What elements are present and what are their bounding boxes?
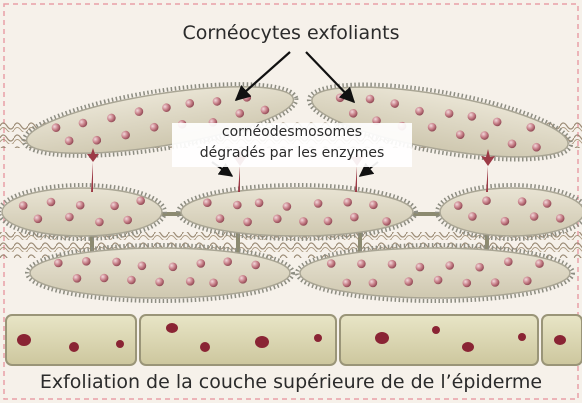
granule (523, 277, 532, 286)
granule (243, 218, 252, 227)
granule (416, 263, 425, 272)
granule (34, 215, 43, 224)
granule (388, 260, 397, 269)
granule (112, 258, 121, 267)
granule (543, 199, 552, 208)
granule (95, 218, 104, 227)
granule (19, 201, 28, 210)
granule (73, 274, 82, 283)
granule (255, 199, 264, 208)
granule (518, 197, 527, 206)
basal-cells (6, 315, 582, 365)
corneocyte (0, 185, 165, 239)
granule (357, 260, 366, 269)
granule (169, 263, 178, 272)
granule (186, 277, 195, 286)
granule (482, 196, 491, 205)
granule (233, 201, 242, 210)
granule (197, 259, 206, 268)
granule (136, 196, 145, 205)
granule (251, 261, 260, 270)
granule (209, 279, 218, 288)
granule (535, 259, 544, 268)
granule (343, 198, 352, 207)
enzyme-label-line2: dégradés par les enzymes (172, 145, 412, 161)
granule (100, 274, 109, 283)
granule (314, 199, 323, 208)
granule (273, 215, 282, 224)
granule (324, 217, 333, 226)
granule (127, 276, 136, 285)
granule (350, 213, 359, 222)
granule (82, 257, 91, 266)
granule (434, 276, 443, 285)
granule (501, 217, 510, 226)
granule (491, 278, 500, 287)
granule (223, 257, 232, 266)
granule (110, 202, 119, 211)
granule (369, 201, 378, 210)
granule (343, 279, 352, 288)
diagram-caption: Exfoliation de la couche supérieure de d… (0, 371, 582, 393)
granule (327, 259, 336, 268)
granule (65, 213, 74, 222)
granule (138, 262, 147, 271)
granule (369, 279, 378, 288)
granule (76, 201, 85, 210)
corneocyte (178, 185, 416, 239)
corneocyte-cells (0, 69, 582, 301)
granule (216, 214, 225, 223)
granule (556, 214, 565, 223)
granule (299, 217, 308, 226)
corneocyte (437, 185, 582, 239)
granule (463, 279, 472, 288)
granule (239, 275, 248, 284)
granule (445, 261, 454, 270)
granule (504, 257, 513, 266)
enzyme-label-line1: cornéodesmosomes (172, 124, 412, 140)
granule (283, 202, 292, 211)
granule (123, 216, 132, 225)
granule (404, 277, 413, 286)
granule (203, 198, 212, 207)
granule (454, 201, 463, 210)
granule (468, 212, 477, 221)
granule (54, 259, 63, 268)
granule (155, 278, 164, 287)
diagram-title: Cornéocytes exfoliants (0, 22, 582, 44)
granule (382, 217, 391, 226)
granule (47, 198, 56, 207)
granule (475, 263, 484, 272)
granule (530, 212, 539, 221)
